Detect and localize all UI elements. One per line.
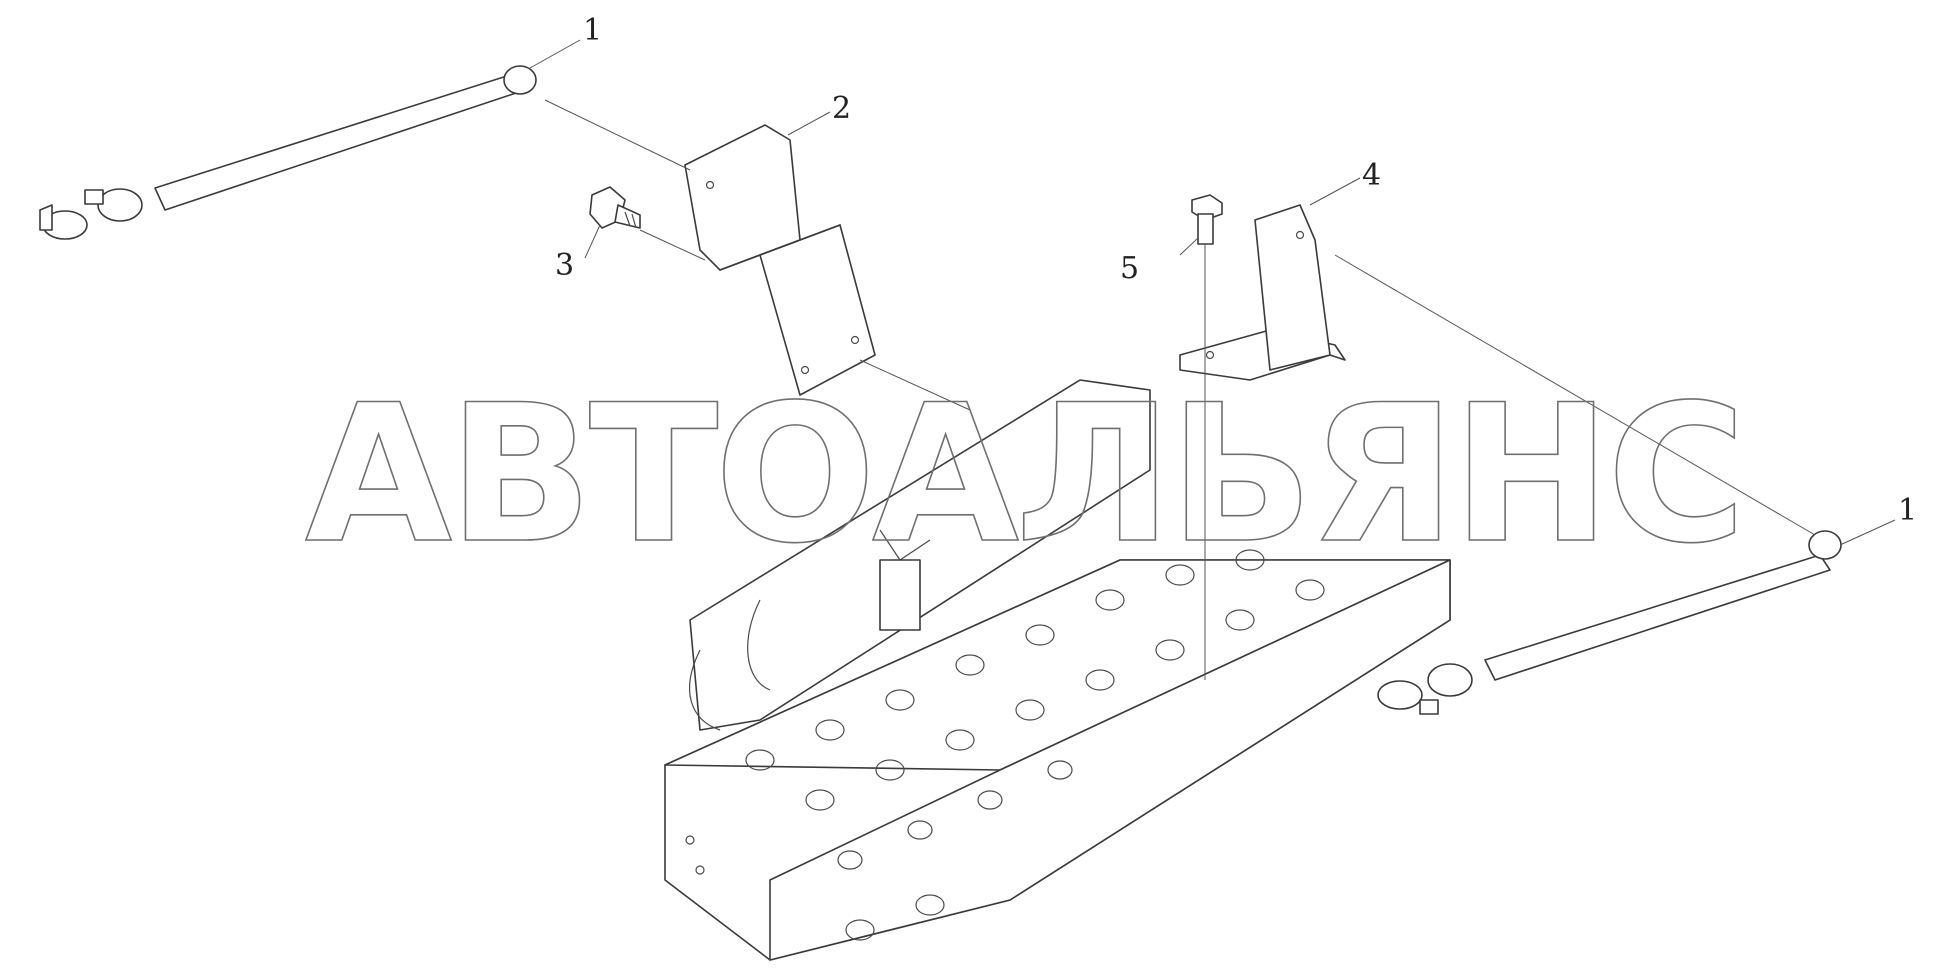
leader-lines: [529, 39, 1896, 680]
callouts: 1 2 3 4 5 1: [555, 13, 1917, 528]
tie-rod-1-lower: [1377, 530, 1842, 715]
valve-ports: [745, 549, 1325, 870]
callout-1-lower: 1: [1898, 493, 1917, 528]
callout-4: 4: [1362, 158, 1381, 193]
bracket-2: [684, 124, 876, 396]
bracket-4: [1179, 204, 1346, 381]
callout-1-upper: 1: [583, 13, 602, 48]
callout-5: 5: [1120, 251, 1139, 286]
callout-3: 3: [555, 248, 574, 283]
bolt-3: [589, 186, 641, 229]
cylinder-head: [664, 379, 1451, 961]
bolt-5: [1191, 194, 1223, 245]
callout-2: 2: [832, 91, 851, 126]
tie-rod-1-upper: [39, 65, 537, 240]
watermark-text: АВТОАЛЬЯНС: [305, 364, 1742, 585]
